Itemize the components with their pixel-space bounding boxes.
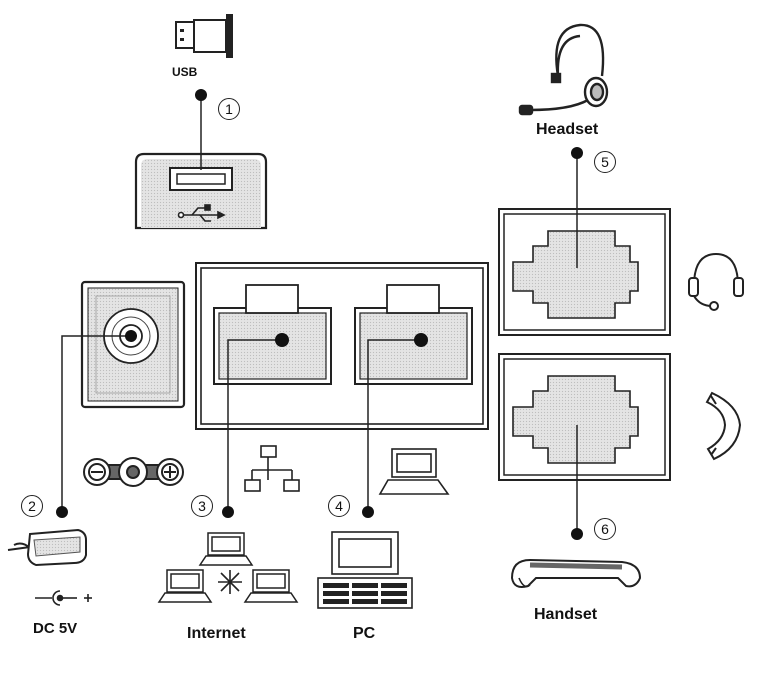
usb-stick-icon	[175, 14, 233, 58]
pc-computer-icon	[317, 531, 413, 609]
dc-label: DC 5V	[33, 620, 78, 637]
handset-symbol-icon	[705, 391, 742, 461]
headset-label: Headset	[536, 121, 599, 138]
network-icon	[244, 445, 300, 492]
headset-symbol-icon	[688, 252, 744, 311]
polarity-icon	[83, 457, 184, 487]
handset-icon	[510, 558, 642, 588]
leader-dots	[56, 89, 583, 540]
callout-3: 3	[191, 495, 213, 517]
ethernet-ports	[195, 262, 489, 430]
usb-label: USB	[172, 65, 198, 79]
network-arrows-icon	[218, 570, 242, 594]
internet-network-icon	[157, 532, 299, 603]
callout-6: 6	[594, 518, 616, 540]
usb-port	[134, 152, 268, 230]
handset-port	[498, 353, 671, 481]
headset-icon	[518, 23, 609, 116]
pc-label: PC	[353, 625, 376, 642]
power-port	[80, 280, 186, 409]
headset-port	[498, 208, 671, 336]
leader-lines	[61, 95, 578, 534]
internet-label: Internet	[187, 625, 246, 642]
usb-symbol-icon	[177, 204, 226, 222]
handset-label: Handset	[534, 606, 598, 623]
callout-1: 1	[218, 98, 240, 120]
power-adapter-icon	[7, 528, 87, 567]
callout-2: 2	[21, 495, 43, 517]
dc-polarity-icon	[35, 590, 92, 606]
callout-4: 4	[328, 495, 350, 517]
laptop-icon	[378, 448, 450, 495]
callout-5: 5	[594, 151, 616, 173]
